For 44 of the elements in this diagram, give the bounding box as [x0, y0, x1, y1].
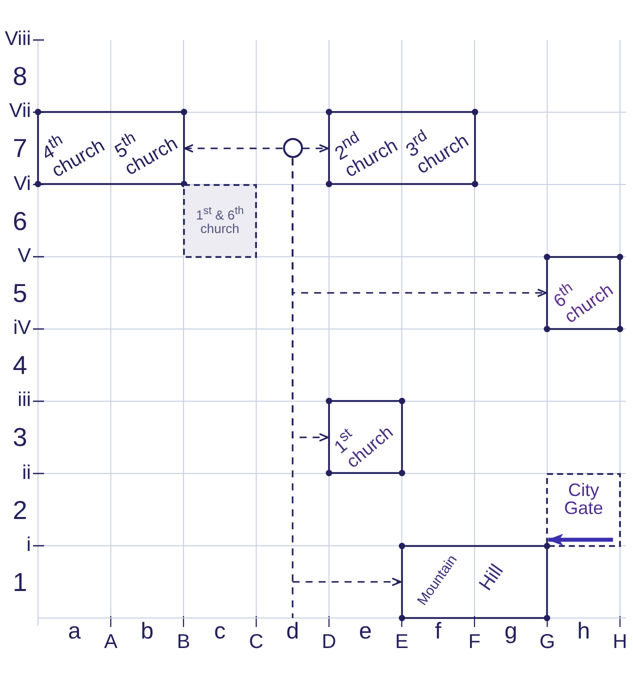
row-label: 3 — [12, 424, 28, 450]
row-label: Vii — [9, 101, 31, 122]
row-label: 8 — [12, 63, 28, 90]
row-label: i — [26, 534, 31, 555]
column-label: C — [249, 632, 264, 652]
column-label: D — [322, 632, 336, 652]
column-label: A — [104, 632, 118, 652]
dashed-arrow — [302, 144, 329, 153]
column-label: G — [539, 632, 556, 652]
column-label: g — [504, 620, 518, 642]
column-label: a — [68, 620, 81, 642]
column-label: f — [434, 620, 442, 642]
row-label: 7 — [12, 135, 28, 162]
column-label: H — [612, 632, 628, 652]
row-label: iV — [13, 318, 31, 338]
row-label: iii — [18, 390, 31, 410]
row-label: 4 — [12, 352, 28, 378]
column-label: c — [214, 620, 226, 642]
box-label: Hill — [476, 562, 508, 595]
dashed-arrow — [184, 144, 283, 153]
column-label: h — [577, 620, 590, 642]
column-label: E — [395, 632, 408, 652]
column-label: d — [286, 620, 300, 642]
area-box — [325, 397, 406, 478]
row-label: 6 — [12, 208, 28, 234]
box-label: 1$^{st}$ & 6$^{th}$ church — [194, 206, 245, 236]
row-label: 5 — [12, 280, 28, 306]
area-box — [543, 252, 624, 333]
box-label: City Gate — [563, 480, 604, 518]
area-box — [34, 108, 188, 188]
dashed-arrow — [292, 158, 402, 619]
row-label: 1 — [12, 568, 28, 595]
area-box — [325, 108, 478, 188]
column-label: b — [140, 620, 154, 642]
column-label: F — [468, 632, 481, 652]
row-label: ii — [22, 462, 31, 482]
column-label: e — [358, 620, 372, 642]
row-label: Vi — [14, 174, 31, 194]
row-label: V — [18, 246, 31, 266]
arrow — [547, 534, 613, 546]
row-label: Viii — [4, 29, 31, 49]
junction-circle — [282, 138, 303, 158]
column-label: B — [176, 632, 190, 652]
row-label: 2 — [12, 496, 28, 523]
